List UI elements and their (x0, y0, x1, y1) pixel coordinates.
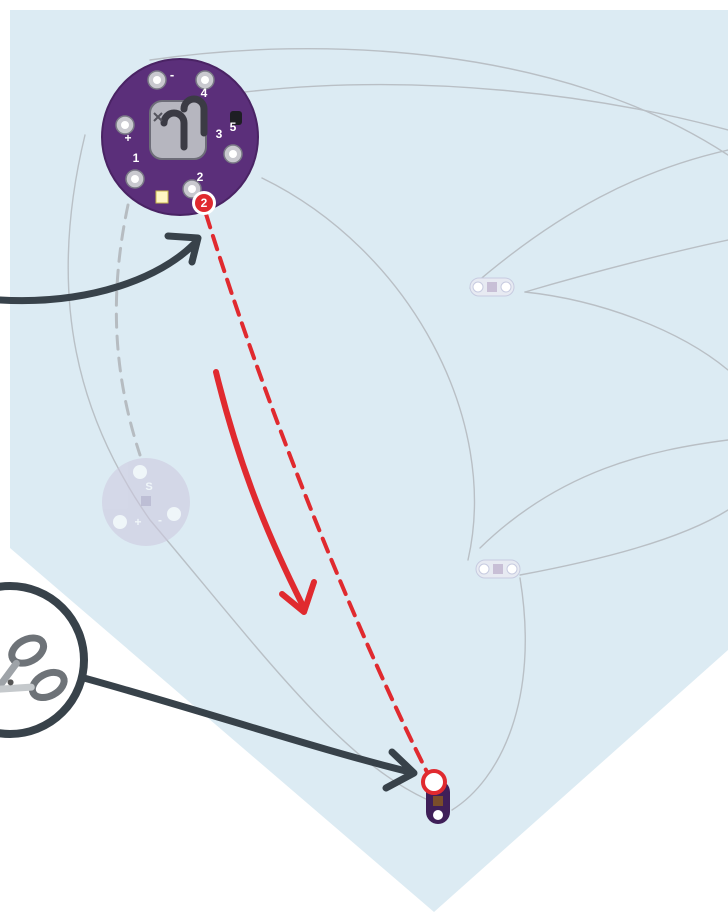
stitch-middle-sweep (261, 177, 476, 561)
grey-dashed-thread (114, 203, 142, 457)
board-label-2: 2 (197, 170, 204, 184)
step-badge-label: 2 (201, 196, 208, 210)
board-label-4: 4 (201, 86, 208, 100)
faded-sensor-label-plus: + (134, 515, 141, 529)
led-upper (469, 277, 515, 297)
board-label-5: 5 (230, 120, 237, 134)
stitch-right-sweep-3 (524, 291, 728, 371)
faded-sensor-label-minus: - (158, 513, 162, 527)
board-label-minus: - (170, 67, 174, 82)
board-label-1: 1 (133, 151, 140, 165)
step-badge: 2 (192, 191, 216, 215)
led-lower (475, 559, 521, 579)
board-led (155, 190, 169, 204)
callout-arrow-top (0, 232, 202, 305)
main-board: + - 4 5 3 2 1 (101, 58, 259, 216)
red-dashed-thread (204, 212, 434, 784)
stitch-lower-right-2 (519, 509, 728, 576)
stitch-outer-left (149, 47, 728, 156)
battery-holder-icon (149, 95, 208, 160)
scissors-callout (0, 582, 88, 738)
board-switch (230, 111, 242, 125)
faded-sensor-label-s: S (145, 481, 152, 493)
stitch-top-inner (244, 83, 728, 131)
end-ring (421, 769, 447, 795)
stitch-right-sweep (469, 149, 728, 289)
faded-sensor-board: S + - (102, 458, 190, 546)
stitch-to-bottom (451, 577, 526, 811)
board-label-plus: + (124, 131, 131, 145)
scissors-icon (0, 634, 68, 705)
board-label-3: 3 (216, 127, 223, 141)
red-direction-arrow (213, 369, 317, 615)
stitch-right-sweep-2 (524, 239, 728, 293)
stitch-lower-right (479, 439, 728, 549)
callout-arrow-bottom (80, 674, 418, 792)
